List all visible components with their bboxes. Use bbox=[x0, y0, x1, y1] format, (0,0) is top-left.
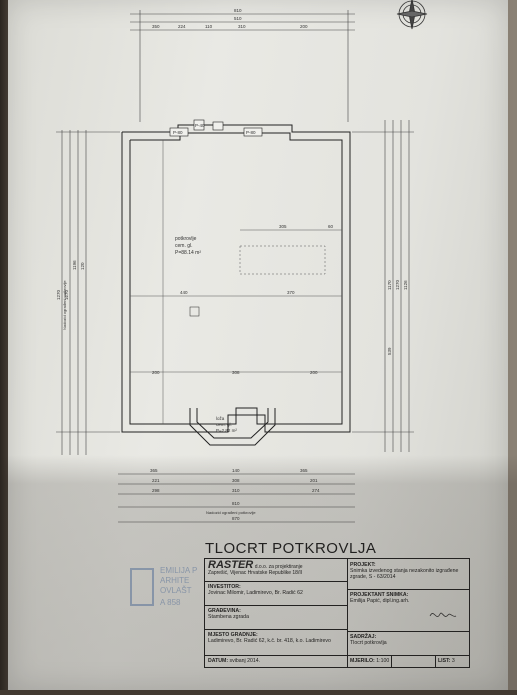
sheet-value: 3 bbox=[451, 658, 455, 664]
room-name-loggia: loža bbox=[216, 416, 225, 421]
outer-walls bbox=[121, 124, 351, 446]
date-value: svibanj 2014. bbox=[229, 658, 261, 664]
project-cell: PROJEKT: Snimka izvedenog stanja nezakon… bbox=[350, 562, 468, 580]
sheet-label: LIST: bbox=[438, 658, 451, 664]
project-label: PROJEKT: bbox=[350, 562, 376, 568]
bottom-note: Nadozid ograđeni potkrovlje bbox=[206, 510, 256, 515]
content-cell: SADRŽAJ: Tlocrt potkrovlja bbox=[350, 634, 468, 646]
dim-right-4: 539 bbox=[387, 347, 392, 355]
room-area-attic: P=88.14 m² bbox=[175, 250, 201, 256]
stamp-logo-icon bbox=[130, 568, 154, 606]
location-label: MJESTO GRADNJE: bbox=[208, 632, 258, 638]
room-area-loggia: P=2.82 m² bbox=[216, 428, 237, 433]
dim-bottom-870: 870 bbox=[232, 516, 240, 521]
scale-value: 1:100 bbox=[376, 658, 390, 664]
scale-cell: MJERILO: 1:100 bbox=[350, 658, 394, 664]
window-tag-3: P-40 bbox=[195, 123, 205, 128]
dim-left-2: 1270 bbox=[64, 289, 69, 300]
bottom-dimension-lines bbox=[118, 473, 355, 523]
company-address: Zaprešić, Vijenac Hrvatske Republike 18/… bbox=[208, 570, 303, 576]
dim-bottom-140: 140 bbox=[232, 468, 240, 473]
room-floor-attic: cem. gl. bbox=[175, 243, 193, 249]
dim-left-3: 1196 bbox=[72, 260, 77, 270]
dim-right-3: 1126 bbox=[403, 280, 408, 290]
dim-bottom-810: 810 bbox=[232, 501, 240, 506]
dim-200-left: 200 bbox=[152, 370, 160, 375]
dim-305: 305 bbox=[279, 224, 287, 229]
investor-label: INVESTITOR: bbox=[208, 584, 241, 590]
stamp-line-3: OVLAŠT bbox=[160, 586, 192, 595]
company-logo: RASTER d.o.o. za projektiranje Zaprešić,… bbox=[208, 559, 346, 577]
dim-bottom-221: 221 bbox=[152, 478, 160, 483]
date-label: DATUM: bbox=[208, 658, 229, 664]
room-floor-loggia: cem. gl. bbox=[216, 422, 232, 427]
building-value: Stambena zgrada bbox=[208, 614, 249, 620]
dim-top-224: 224 bbox=[178, 24, 186, 29]
stamp-line-4: A 858 bbox=[160, 598, 181, 607]
dim-right-1: 1170 bbox=[387, 280, 392, 290]
title-block: RASTER d.o.o. za projektiranje Zaprešić,… bbox=[204, 558, 470, 668]
location-cell: MJESTO GRADNJE: Ladimirevo, Br. Radić 62… bbox=[208, 632, 346, 644]
investor-value: Jovinac Milomir, Ladimirevo, Br. Radić 6… bbox=[208, 590, 303, 596]
company-name: RASTER bbox=[208, 559, 254, 571]
left-dimension-lines bbox=[56, 130, 120, 455]
dim-top-510: 510 bbox=[234, 16, 242, 21]
drawing-sheet bbox=[8, 0, 508, 690]
dim-bottom-365-b: 365 bbox=[300, 468, 308, 473]
sheet-cell: LIST: 3 bbox=[438, 658, 468, 664]
author-cell: PROJEKTANT SNIMKA: Emilija Papić, dipl.i… bbox=[350, 592, 468, 617]
dim-top-110: 110 bbox=[205, 24, 213, 29]
dim-top-310: 310 bbox=[238, 24, 246, 29]
project-value: Snimka izvedenog stanja nezakonito izgra… bbox=[350, 568, 459, 580]
window-tag-2: P-80 bbox=[246, 130, 256, 135]
company-rest: d.o.o. za projektiranje bbox=[254, 564, 303, 570]
top-windows bbox=[169, 119, 263, 137]
dim-370: 370 bbox=[287, 290, 295, 295]
dim-bottom-310: 310 bbox=[232, 488, 240, 493]
dim-top-810: 810 bbox=[234, 8, 242, 13]
stamp-line-1: EMILIJA P bbox=[160, 566, 198, 575]
scale-label: MJERILO: bbox=[350, 658, 375, 664]
building-cell: GRAĐEVINA: Stambena zgrada bbox=[208, 608, 346, 620]
dim-left-4: 120 bbox=[80, 262, 85, 270]
engineer-stamp: EMILIJA P ARHITE OVLAŠT A 858 bbox=[130, 566, 220, 616]
left-side-note: Nadozid ograđeni potkrovlje bbox=[62, 280, 67, 330]
room-name-attic: potkrovlje bbox=[175, 236, 197, 242]
dim-308: 308 bbox=[232, 370, 240, 375]
top-dimension-lines bbox=[130, 10, 355, 122]
content-label: SADRŽAJ: bbox=[350, 634, 377, 640]
dim-right-2: 1270 bbox=[395, 279, 400, 290]
stamp-line-2: ARHITE bbox=[160, 576, 190, 585]
dim-bottom-308: 308 bbox=[232, 478, 240, 483]
dim-440: 440 bbox=[180, 290, 188, 295]
author-label: PROJEKTANT SNIMKA: bbox=[350, 592, 409, 598]
dim-left-1: 1270 bbox=[56, 289, 61, 300]
drawing-title: TLOCRT POTKROVLJA bbox=[205, 540, 377, 557]
dim-top-200: 200 bbox=[300, 24, 308, 29]
building-label: GRAĐEVINA: bbox=[208, 608, 241, 614]
right-dimension-lines bbox=[352, 120, 414, 452]
author-value: Emilija Papić, dipl.ing.arh. bbox=[350, 598, 410, 604]
dim-bottom-298: 298 bbox=[152, 488, 160, 493]
dim-60: 60 bbox=[328, 224, 334, 229]
dim-top-350: 350 bbox=[152, 24, 160, 29]
dim-200-right: 200 bbox=[310, 370, 318, 375]
dim-bottom-274: 274 bbox=[312, 488, 320, 493]
dim-bottom-365-a: 365 bbox=[150, 468, 158, 473]
internal-lines bbox=[130, 140, 342, 424]
dim-bottom-201: 201 bbox=[310, 478, 318, 483]
north-arrow-icon bbox=[396, 0, 428, 30]
window-tag-1: P-80 bbox=[173, 130, 183, 135]
content-value: Tlocrt potkrovlja bbox=[350, 640, 387, 646]
investor-cell: INVESTITOR: Jovinac Milomir, Ladimirevo,… bbox=[208, 584, 346, 596]
date-cell: DATUM: svibanj 2014. bbox=[208, 658, 346, 664]
location-value: Ladimirevo, Br. Radić 62, k.č. br. 418, … bbox=[208, 638, 331, 644]
signature-icon bbox=[429, 612, 457, 617]
